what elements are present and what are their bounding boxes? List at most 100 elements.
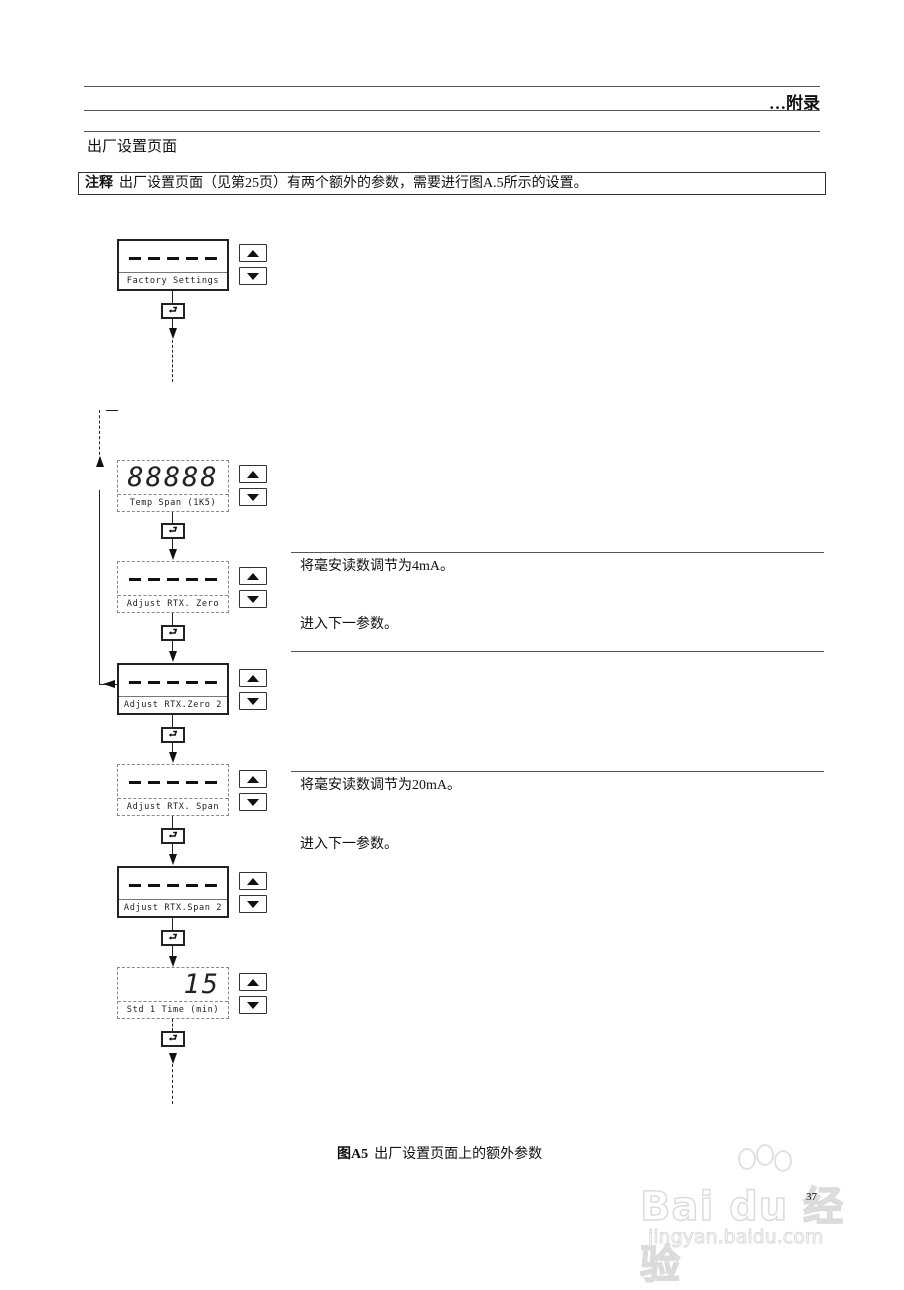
loop-line-top — [106, 410, 118, 411]
paw-icon — [756, 1144, 774, 1166]
down-button[interactable] — [239, 488, 267, 506]
up-button[interactable] — [239, 669, 267, 687]
up-button[interactable] — [239, 770, 267, 788]
desc-span-line2: 进入下一参数。 — [300, 837, 398, 852]
dash-display — [129, 883, 217, 887]
panel-display: 88888 — [118, 461, 228, 495]
up-arrow-icon — [247, 877, 259, 885]
connector — [172, 319, 173, 333]
segment-display: 88888 — [127, 462, 219, 493]
arrow-down-icon — [169, 549, 177, 560]
up-arrow-icon — [247, 249, 259, 257]
panel-display — [119, 868, 227, 902]
loop-line-dashed — [99, 410, 100, 460]
down-arrow-icon — [247, 798, 259, 806]
panel-label: Adjust RTX.Span 2 — [119, 899, 227, 916]
up-button[interactable] — [239, 872, 267, 890]
enter-button[interactable]: ⮐ — [161, 1031, 185, 1047]
connector — [172, 918, 173, 930]
enter-key-icon: ⮐ — [168, 729, 178, 740]
desc-rule — [291, 651, 824, 652]
desc-rule — [291, 552, 824, 553]
enter-button[interactable]: ⮐ — [161, 930, 185, 946]
enter-key-icon: ⮐ — [168, 830, 178, 841]
panel-temp-span: 88888 Temp Span (1K5) — [117, 460, 229, 512]
connector — [172, 946, 173, 960]
watermark-url: jingyan.baidu.com — [647, 1226, 824, 1249]
panel-label: Adjust RTX. Span — [118, 798, 228, 815]
connector-dashed — [172, 1019, 173, 1031]
down-button[interactable] — [239, 692, 267, 710]
enter-key-icon: ⮐ — [168, 627, 178, 638]
arrow-left-icon — [103, 680, 115, 688]
dash-display — [129, 577, 217, 581]
loop-line — [99, 490, 100, 685]
paw-icon — [738, 1148, 756, 1170]
arrow-up-icon — [96, 456, 104, 467]
arrow-down-icon — [169, 651, 177, 662]
enter-button[interactable]: ⮐ — [161, 828, 185, 844]
header-section-label: …附录 — [769, 94, 820, 113]
note-label: 注释 — [85, 176, 113, 191]
segment-display: 15 — [183, 969, 220, 1000]
down-button[interactable] — [239, 895, 267, 913]
panel-adjust-rtx-zero-2: Adjust RTX.Zero 2 — [117, 663, 229, 715]
panel-display: 15 — [118, 968, 228, 1002]
connector — [172, 613, 173, 625]
enter-key-icon: ⮐ — [168, 932, 178, 943]
panel-label: Temp Span (1K5) — [118, 494, 228, 511]
dash-display — [129, 680, 217, 684]
up-button[interactable] — [239, 973, 267, 991]
dash-display — [129, 780, 217, 784]
connector — [172, 539, 173, 551]
enter-button[interactable]: ⮐ — [161, 625, 185, 641]
enter-button[interactable]: ⮐ — [161, 523, 185, 539]
connector — [172, 291, 173, 303]
desc-zero-line2: 进入下一参数。 — [300, 617, 398, 632]
panel-factory-settings: Factory Settings — [117, 239, 229, 291]
enter-button[interactable]: ⮐ — [161, 303, 185, 319]
desc-zero-line1: 将毫安读数调节为4mA。 — [300, 559, 454, 574]
down-arrow-icon — [247, 493, 259, 501]
panel-label: Adjust RTX.Zero 2 — [119, 696, 227, 713]
enter-button[interactable]: ⮐ — [161, 727, 185, 743]
paw-icon — [774, 1150, 792, 1172]
connector — [172, 512, 173, 524]
panel-adjust-rtx-span: Adjust RTX. Span — [117, 764, 229, 816]
page-number: 37 — [806, 1191, 817, 1203]
connector — [172, 641, 173, 655]
arrow-down-icon — [169, 956, 177, 967]
up-arrow-icon — [247, 978, 259, 986]
up-arrow-icon — [247, 470, 259, 478]
enter-key-icon: ⮐ — [168, 1033, 178, 1044]
down-button[interactable] — [239, 267, 267, 285]
connector — [172, 816, 173, 828]
desc-span-line1: 将毫安读数调节为20mA。 — [300, 778, 461, 793]
connector — [172, 743, 173, 757]
up-button[interactable] — [239, 567, 267, 585]
down-arrow-icon — [247, 595, 259, 603]
panel-std-1-time: 15 Std 1 Time (min) — [117, 967, 229, 1019]
header-rule-bottom — [84, 110, 820, 111]
connector — [172, 844, 173, 858]
arrow-down-icon — [169, 328, 177, 339]
down-button[interactable] — [239, 793, 267, 811]
note-box: 注释出厂设置页面（见第25页）有两个额外的参数，需要进行图A.5所示的设置。 — [78, 172, 826, 195]
up-button[interactable] — [239, 244, 267, 262]
down-arrow-icon — [247, 900, 259, 908]
panel-display — [118, 562, 228, 596]
enter-key-icon: ⮐ — [168, 525, 178, 536]
panel-display — [118, 765, 228, 799]
desc-rule — [291, 771, 824, 772]
header-rule-top — [84, 86, 820, 87]
down-arrow-icon — [247, 1001, 259, 1009]
down-button[interactable] — [239, 590, 267, 608]
figure-label: 图A5 — [337, 1147, 369, 1162]
panel-adjust-rtx-span-2: Adjust RTX.Span 2 — [117, 866, 229, 918]
section-rule — [84, 131, 820, 132]
arrow-down-icon — [169, 854, 177, 865]
up-arrow-icon — [247, 674, 259, 682]
down-button[interactable] — [239, 996, 267, 1014]
up-button[interactable] — [239, 465, 267, 483]
